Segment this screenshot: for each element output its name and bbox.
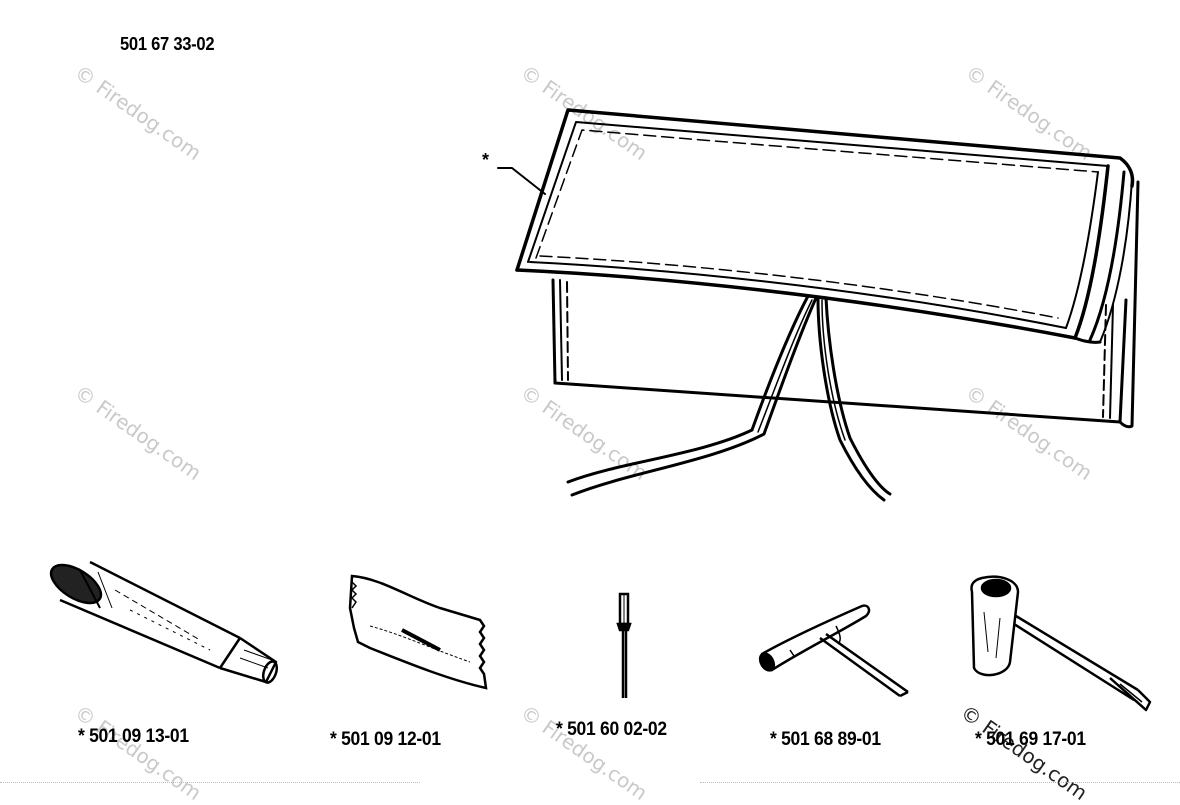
part-label: * 501 69 17-01: [975, 729, 1086, 750]
t-wrench-icon: [758, 604, 909, 698]
pin-icon: [616, 592, 632, 698]
part-label: * 501 68 89-01: [770, 729, 881, 750]
diagram-canvas: © Firedog.com © Firedog.com © Firedog.co…: [0, 34, 1180, 805]
combination-spanner-icon: [970, 575, 1152, 712]
bottom-rule: [0, 782, 420, 784]
part-label: * 501 09 13-01: [78, 726, 189, 747]
sticker-icon: [348, 574, 488, 690]
tool-bag-icon: [497, 108, 1140, 502]
part-label: * 501 60 02-02: [556, 719, 667, 740]
bearing-press-tool-icon: [49, 560, 279, 684]
part-label: * 501 09 12-01: [330, 729, 441, 750]
callout-asterisk: *: [482, 150, 490, 170]
bottom-rule: [700, 782, 1180, 784]
kit-part-number: 501 67 33-02: [120, 34, 215, 54]
